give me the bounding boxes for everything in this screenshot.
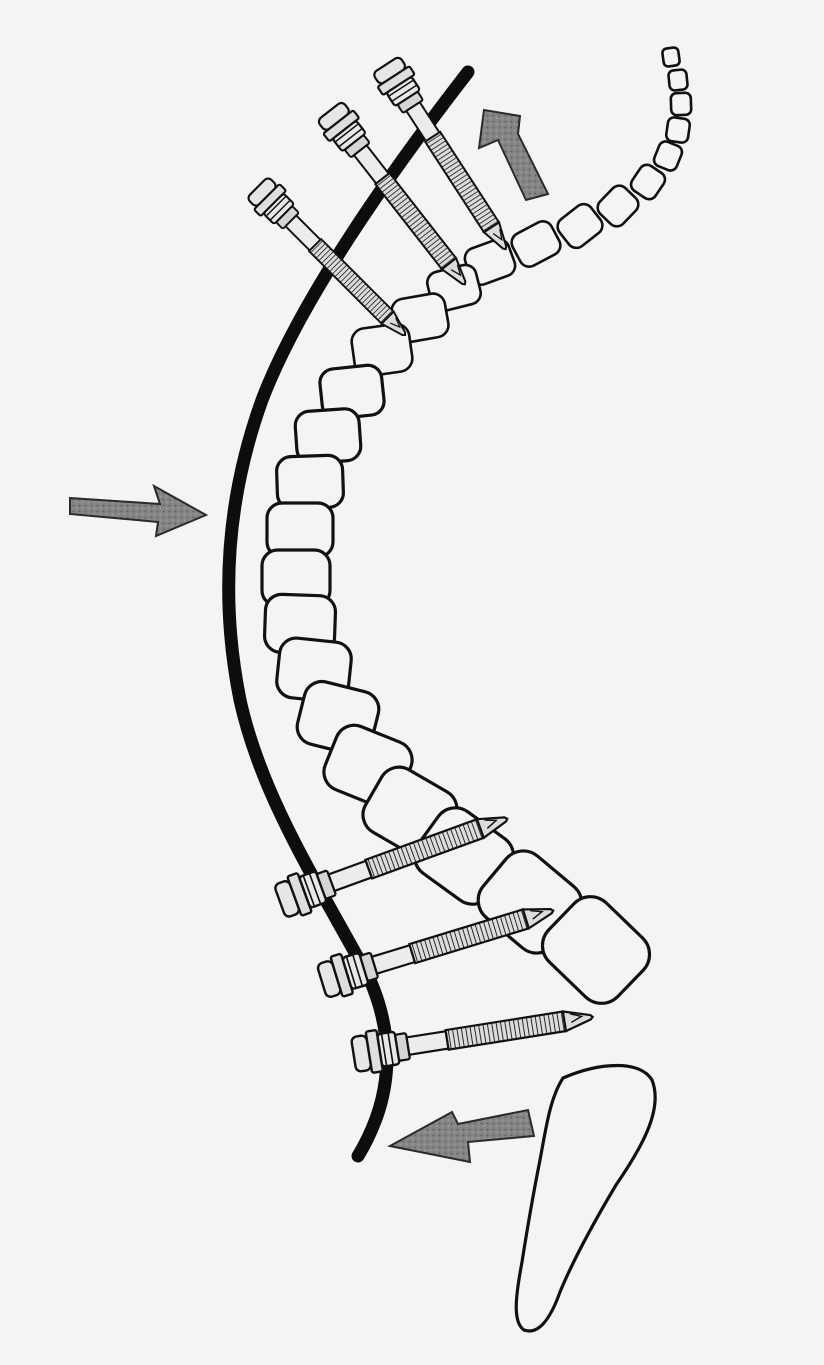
vertebra-4: [665, 117, 690, 144]
vertebra-2: [668, 69, 688, 91]
vertebra-16: [276, 455, 344, 509]
vertebra-3: [671, 93, 692, 116]
vertebra-1: [662, 47, 680, 67]
